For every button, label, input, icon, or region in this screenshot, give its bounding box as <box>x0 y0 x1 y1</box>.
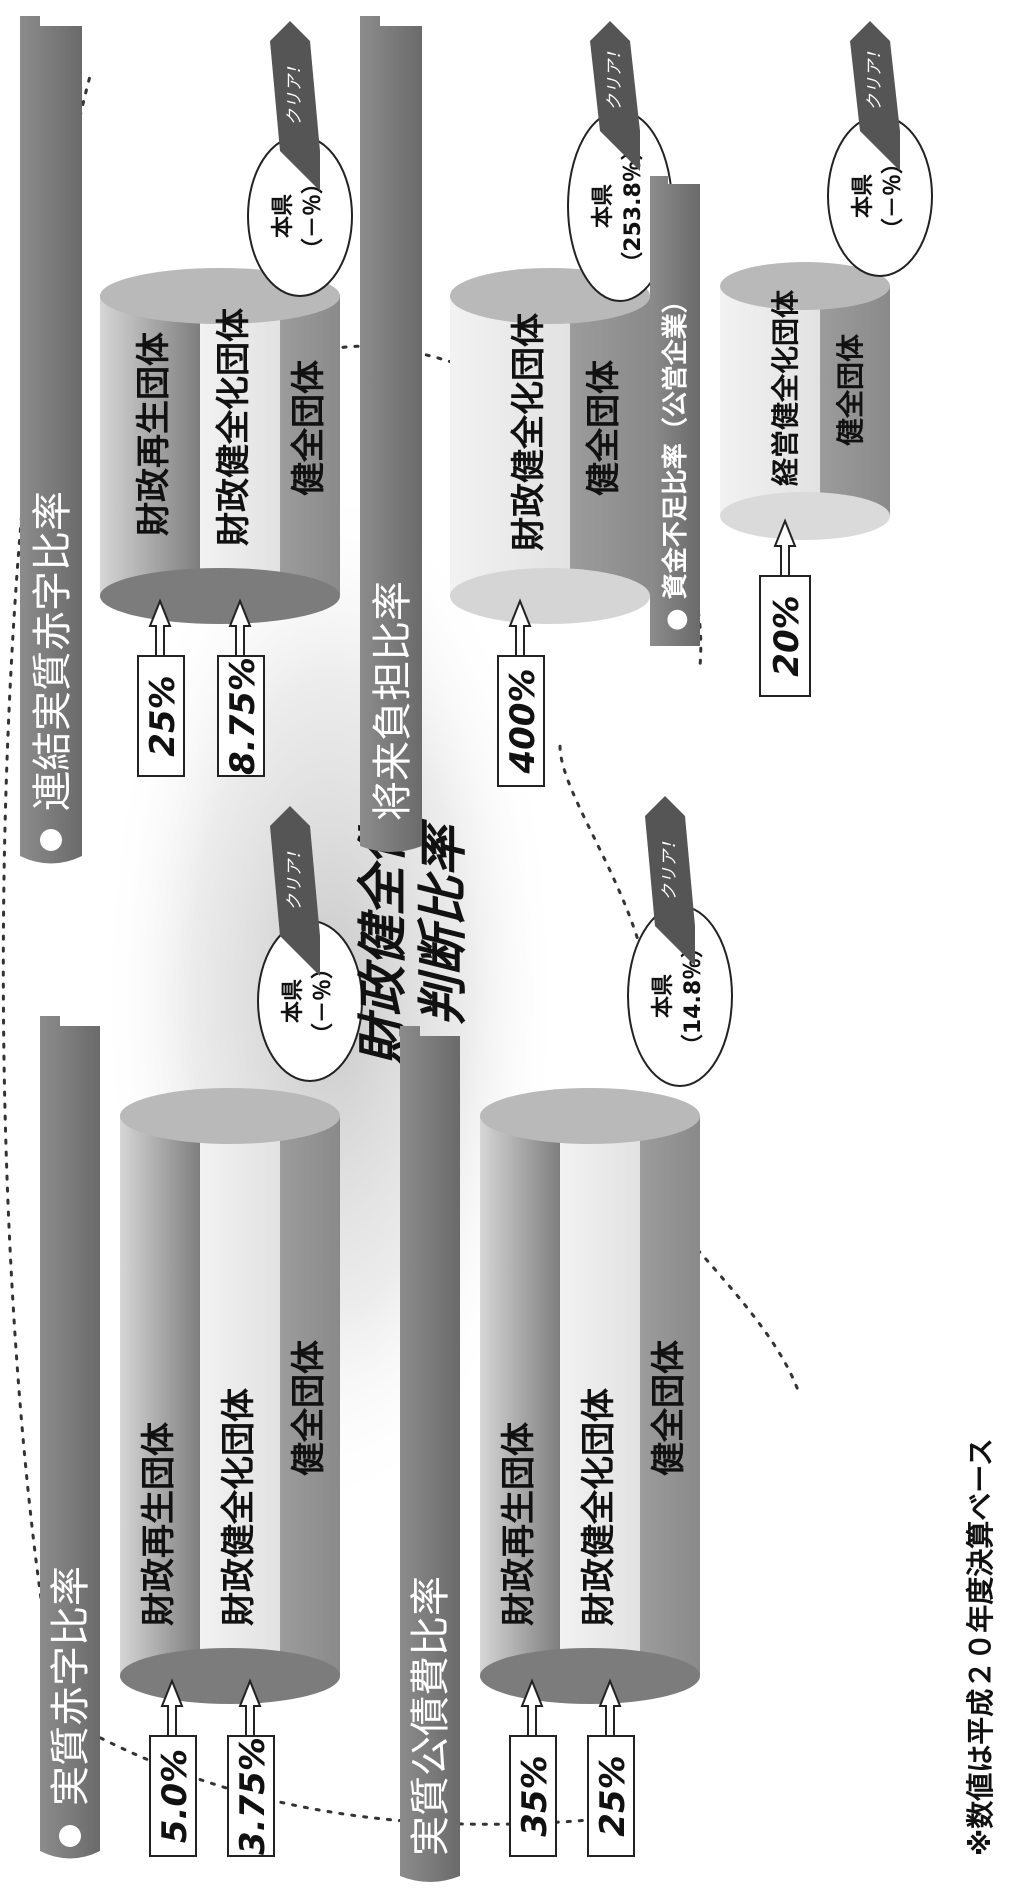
tier-kenzenka: 財政健全化団体 <box>219 1388 259 1626</box>
cylinder-band-top <box>480 1116 560 1676</box>
threshold-kenzenka: 400% <box>503 668 543 774</box>
cylinder: 財政再生団体 財政健全化団体 健全団体 <box>120 1088 340 1704</box>
threshold-box <box>587 1735 635 1857</box>
bubble-label: 本県 <box>851 174 876 218</box>
tier-kenzen: 健全団体 <box>289 1340 329 1476</box>
bubble-label: 本県 <box>591 184 616 228</box>
panel-shikin-fusoku: ● 資金不足比率（公営企業） 経営健全化団体 健全団体 20% 本県 （－％） … <box>650 21 933 697</box>
cylinder-end <box>480 1648 700 1704</box>
threshold-box <box>497 655 545 787</box>
panel-title: 将来負担比率 <box>370 581 416 821</box>
threshold-box <box>227 1735 275 1857</box>
tier-saisei: 財政再生団体 <box>134 332 174 536</box>
threshold-kenzenka: 8.75% <box>223 657 263 775</box>
tier-kenzenka: 財政健全化団体 <box>509 313 549 551</box>
clear-label: クリア！ <box>285 843 305 911</box>
cylinder-cap <box>120 1088 340 1144</box>
tier-kenzen: 健全団体 <box>584 360 624 496</box>
cylinder: 財政再生団体 財政健全化団体 健全団体 <box>480 1088 700 1704</box>
clear-flag <box>590 21 640 171</box>
threshold-saisei: 35% <box>515 1755 555 1836</box>
tier-kenzen: 健全団体 <box>289 360 329 496</box>
bubble-label: 本県 <box>651 974 676 1018</box>
cylinder: 財政再生団体 財政健全化団体 健全団体 <box>100 268 340 624</box>
cylinder-band-top <box>100 296 200 596</box>
cylinder-band-low <box>280 296 340 596</box>
clear-label: クリア！ <box>865 43 885 111</box>
tier-keiei: 経営健全化団体 <box>769 289 802 486</box>
panel-title: 連結実質赤字比率 <box>30 491 76 811</box>
cylinder-end <box>450 568 650 624</box>
clear-flag <box>270 806 320 976</box>
cylinder: 財政健全化団体 健全団体 <box>450 268 650 624</box>
panel-renketsu-akaji: 連結実質赤字比率 財政再生団体 財政健全化団体 健全団体 25% 8.75% 本… <box>20 16 353 864</box>
panel-shorai-futan: 将来負担比率 財政健全化団体 健全団体 400% 本県 （253.8％） クリア… <box>360 16 673 852</box>
panel-tab <box>400 1026 460 1882</box>
cylinder-band-low <box>280 1116 340 1676</box>
threshold-box <box>759 575 811 697</box>
title-line-1: 財政健全化 <box>354 809 412 1067</box>
footnote: ※数値は平成２０年度決算ベース <box>964 1438 997 1856</box>
cylinder-band-mid <box>200 296 280 596</box>
bubble-label: 本県 <box>281 979 306 1023</box>
center-title: 財政健全化 判断比率 <box>354 809 472 1067</box>
tab-hole <box>40 829 62 851</box>
tab-hole <box>59 1825 81 1847</box>
threshold-box <box>149 1735 197 1857</box>
bubble-label: 本県 <box>271 194 296 238</box>
threshold-saisei: 25% <box>143 675 183 756</box>
title-line-2: 判断比率 <box>414 818 472 1026</box>
tier-saisei: 財政再生団体 <box>499 1422 539 1626</box>
cylinder-end <box>100 568 340 624</box>
clear-label: クリア！ <box>660 833 680 901</box>
cylinder-band-mid <box>450 296 570 596</box>
cylinder-band-mid <box>720 286 820 516</box>
threshold-box <box>137 655 185 777</box>
cylinder-band-low <box>820 286 890 516</box>
threshold-box <box>217 655 265 777</box>
panel-title: 実質赤字比率 <box>48 1566 94 1806</box>
tier-kenzenka: 財政健全化団体 <box>579 1388 619 1626</box>
cylinder-end <box>120 1648 340 1704</box>
cylinder-band-low <box>570 296 650 596</box>
tier-kenzen: 健全団体 <box>834 333 867 446</box>
threshold-kenzenka: 25% <box>593 1755 633 1836</box>
tier-kenzen: 健全団体 <box>649 1340 689 1476</box>
clear-flag <box>645 796 695 966</box>
threshold-box <box>509 1735 557 1857</box>
clear-flag <box>270 21 320 191</box>
clear-label: クリア！ <box>285 58 305 126</box>
threshold-saisei: 5.0% <box>155 1749 195 1843</box>
panel-tab <box>20 16 82 864</box>
cylinder-band-top <box>120 1116 200 1676</box>
panel-title: 実質公債費比率 <box>408 1576 454 1856</box>
tier-kenzenka: 財政健全化団体 <box>214 308 254 546</box>
cylinder-band-mid <box>200 1116 280 1676</box>
cylinder-cap <box>480 1088 700 1144</box>
bubble-value: （－％） <box>311 957 336 1045</box>
cylinder: 経営健全化団体 健全団体 <box>720 262 890 540</box>
cylinder-end <box>720 492 890 540</box>
bubble-value: （－％） <box>301 172 326 260</box>
panel-tab <box>40 1016 100 1859</box>
threshold-keiei: 20% <box>767 595 807 676</box>
tier-saisei: 財政再生団体 <box>139 1422 179 1626</box>
cylinder-band-mid <box>560 1116 640 1676</box>
cylinder-cap <box>720 262 890 310</box>
panel-jisshitsu-kosaihi: 実質公債費比率 財政再生団体 財政健全化団体 健全団体 35% 25% 本県 （… <box>400 796 733 1882</box>
clear-flag <box>850 21 900 171</box>
panel-tab <box>650 176 700 646</box>
clear-label: クリア！ <box>605 43 625 111</box>
threshold-kenzenka: 3.75% <box>233 1737 273 1855</box>
panel-tab <box>360 16 422 852</box>
cylinder-band-low <box>640 1116 700 1676</box>
bubble-value: （－％） <box>881 152 906 240</box>
panel-title: ● 資金不足比率（公営企業） <box>660 287 691 631</box>
panel-jisshitsu-akaji: 実質赤字比率 財政再生団体 財政健全化団体 健全団体 5.0% 3.75% 本県… <box>40 806 363 1859</box>
